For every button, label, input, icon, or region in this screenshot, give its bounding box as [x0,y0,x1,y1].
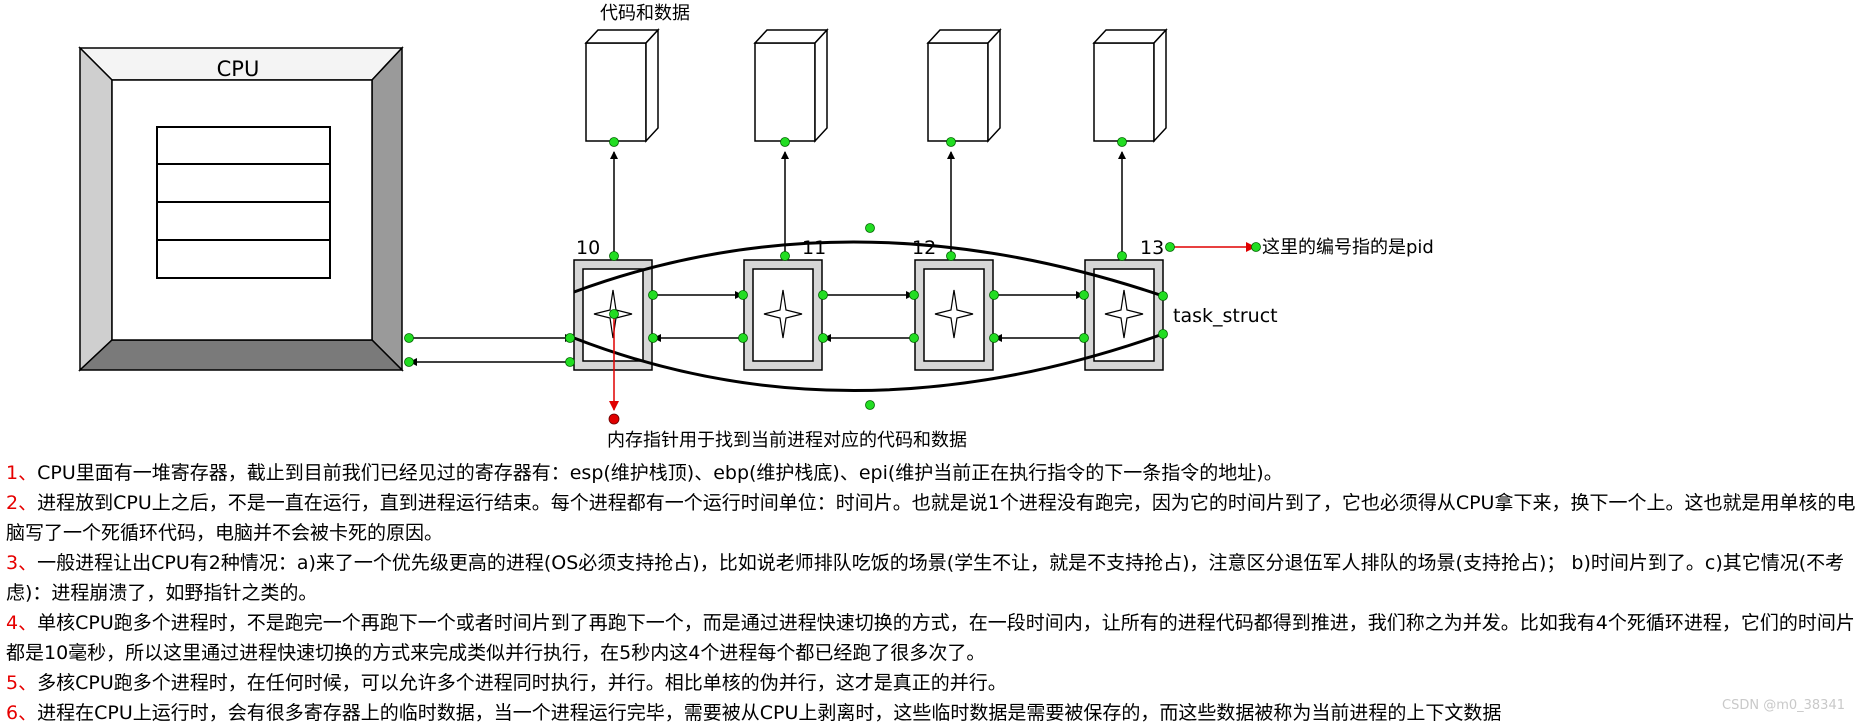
cpu-label: CPU [217,57,260,81]
cpu-links [408,334,574,366]
star-icon [763,289,803,339]
pid-note: 这里的编号指的是pid [1262,237,1434,258]
pid-label-13: 13 [1140,237,1164,259]
cpu-registers [156,126,331,279]
watermark: CSDN @m0_38341 [1722,698,1845,713]
pid-label-10: 10 [576,237,600,259]
star-icon [934,289,974,339]
lower-curve [573,332,1164,392]
note-1: 1、CPU里面有一堆寄存器，截止到目前我们已经见过的寄存器有：esp(维护栈顶)… [6,462,1283,484]
task-struct-label: task_struct [1173,305,1278,327]
memory-pointer-arrows [610,151,1126,256]
memory-pointer-note: 内存指针用于找到当前进程对应的代码和数据 [607,430,967,451]
task-links [652,291,1085,342]
note-5: 5、多核CPU跑多个进程时，在任何时候，可以允许多个进程同时执行，并行。相比单核… [6,672,1007,694]
code-data-box-2 [753,28,829,143]
note-4: 4、单核CPU跑多个进程时，不是跑完一个再跑下一个或者时间片到了再跑下一个，而是… [6,612,1855,664]
note-6: 6、进程在CPU上运行时，会有很多寄存器上的临时数据，当一个进程运行完毕，需要被… [6,702,1502,724]
code-data-label: 代码和数据 [600,3,690,24]
code-data-box-1 [584,28,660,143]
cpu-box [78,46,404,372]
code-data-box-3 [926,28,1002,143]
explanation-notes: 1、CPU里面有一堆寄存器，截止到目前我们已经见过的寄存器有：esp(维护栈顶)… [6,458,1856,728]
memory-pointer-end-dot [608,413,620,425]
connection-dots [404,137,1261,410]
code-data-box-4 [1092,28,1168,143]
task-struct-12 [914,259,994,371]
star-icon [1104,289,1144,339]
note-2: 2、进程放到CPU上之后，不是一直在运行，直到进程运行结束。每个进程都有一个运行… [6,492,1856,544]
task-struct-11 [743,259,823,371]
pid-label-11: 11 [802,237,826,259]
note-3: 3、一般进程让出CPU有2种情况：a)来了一个优先级更高的进程(OS必须支持抢占… [6,552,1845,604]
task-struct-13 [1084,259,1164,371]
upper-curve [573,240,1164,298]
process-scheduling-diagram: CPU 代码和数据 [78,3,1434,451]
pid-label-12: 12 [912,237,936,259]
